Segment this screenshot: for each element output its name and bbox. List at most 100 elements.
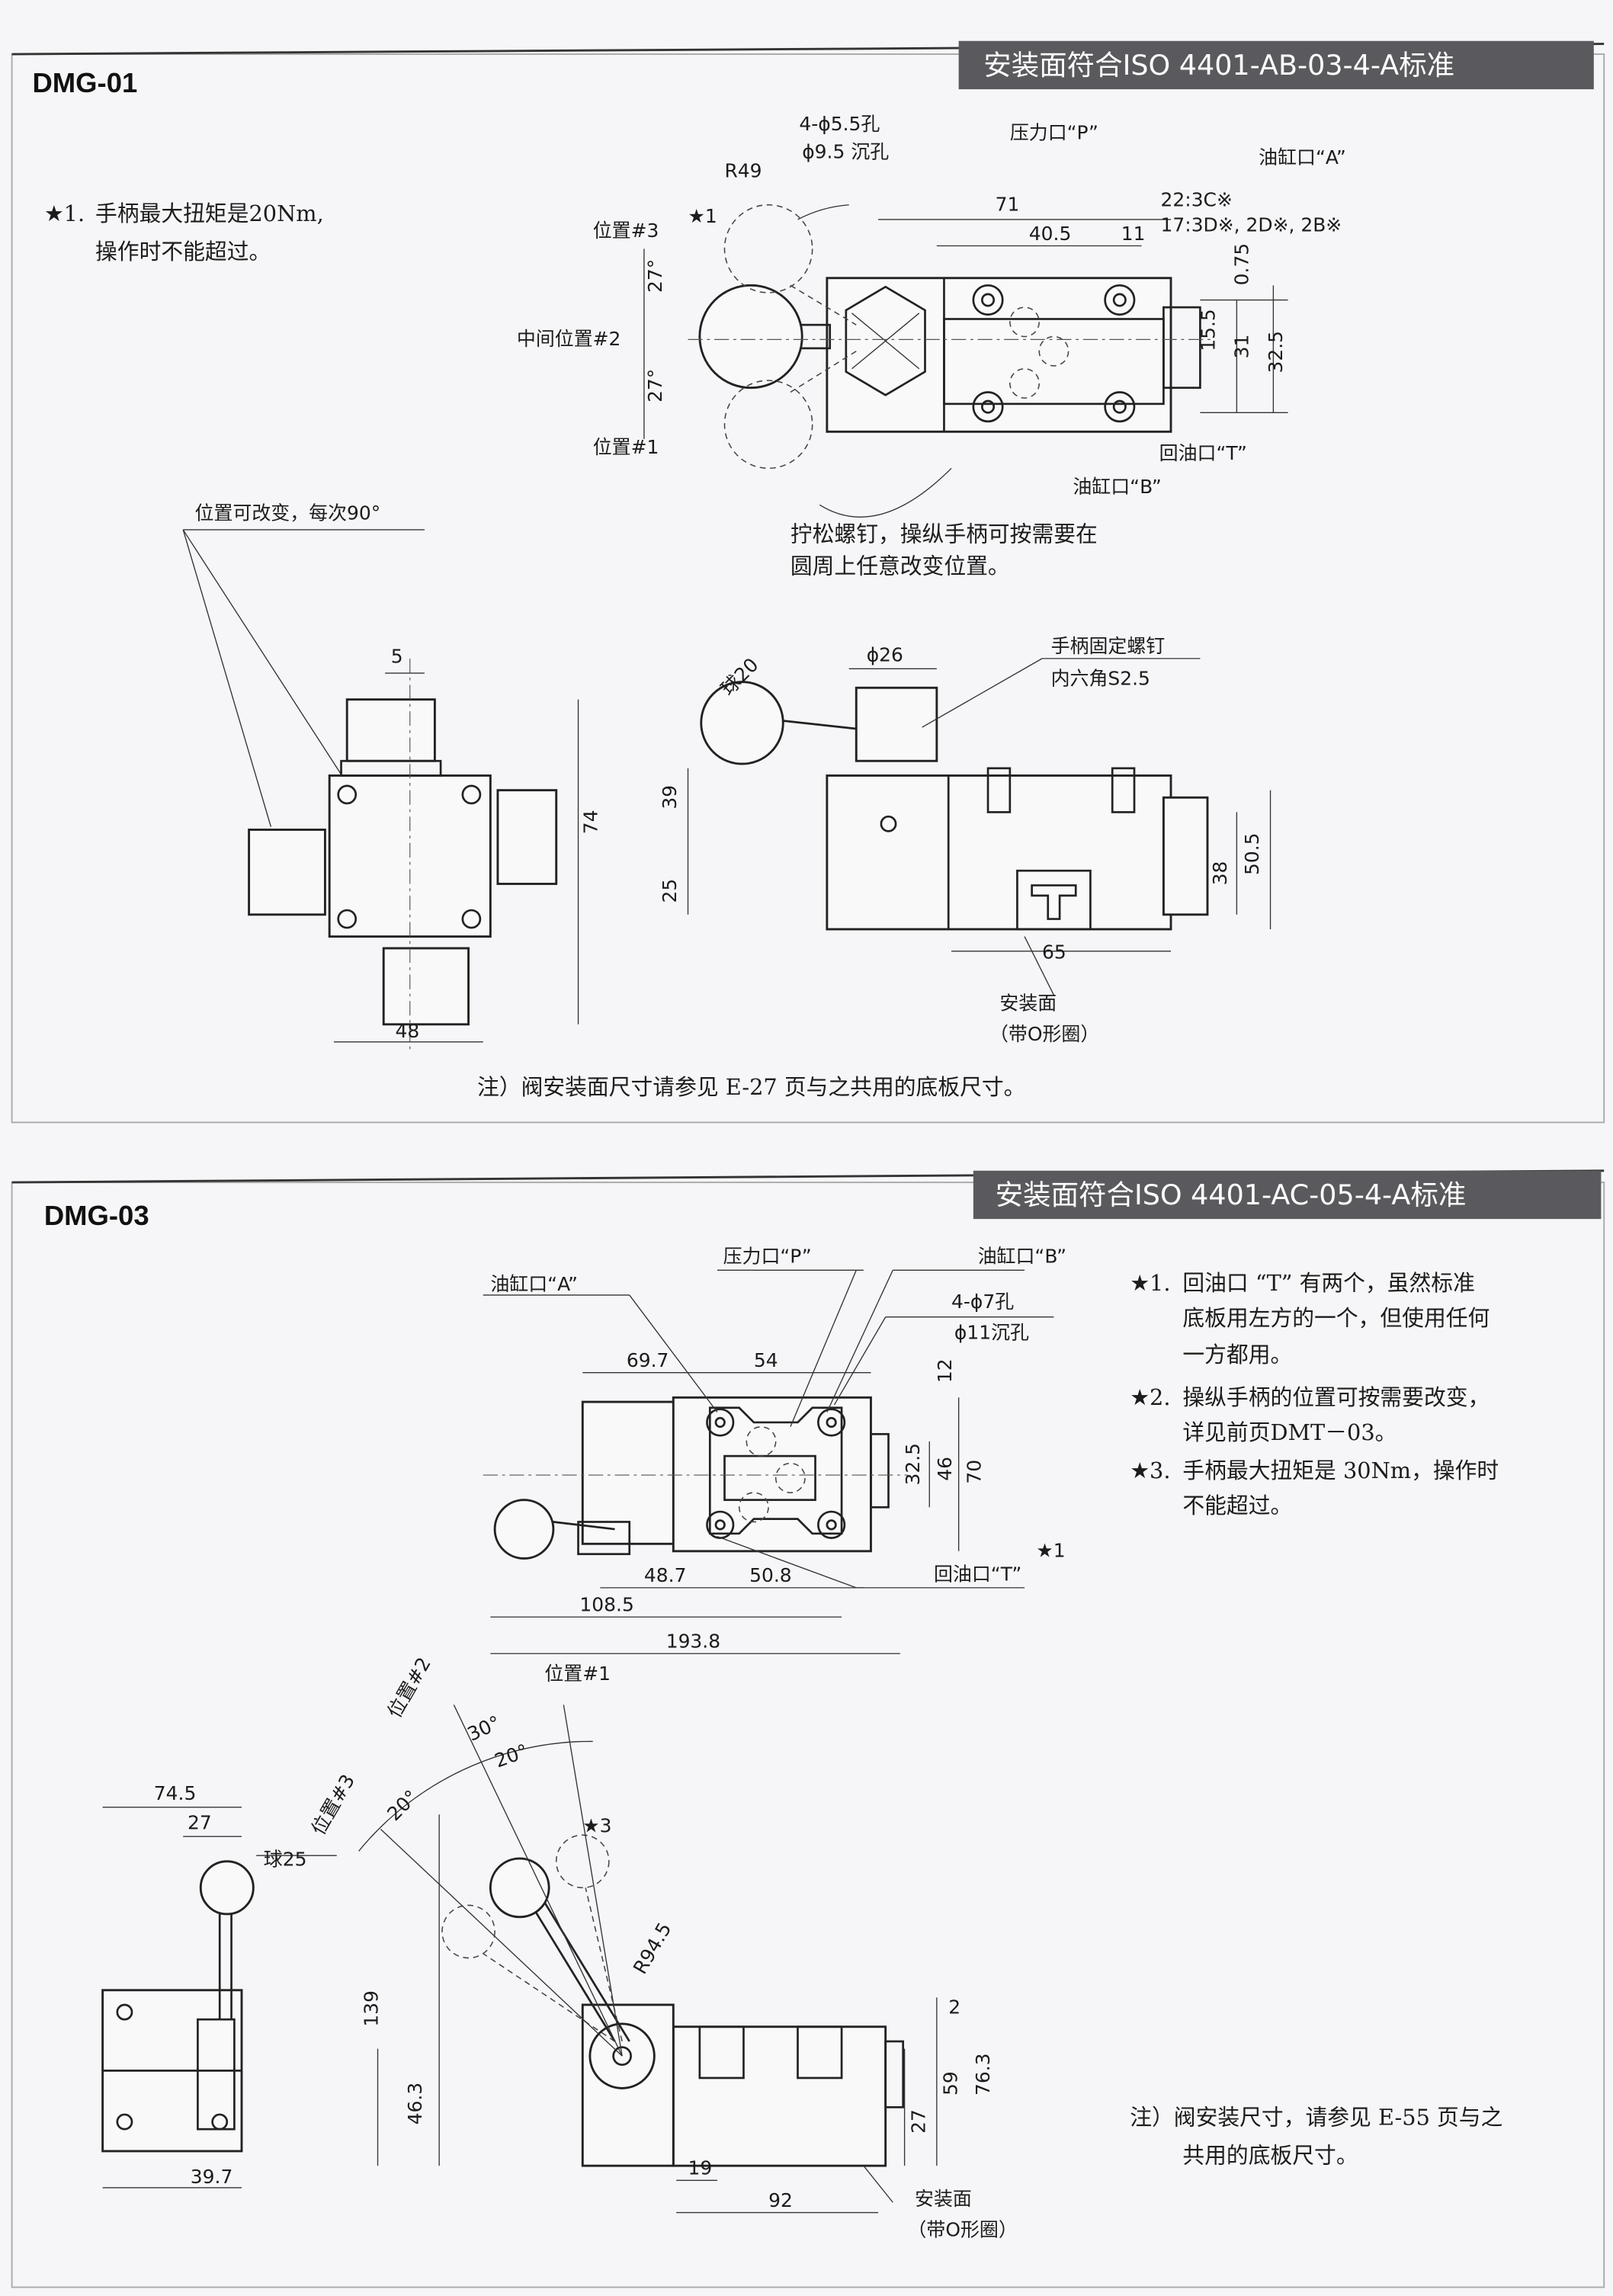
hex-nut (845, 285, 926, 396)
dim: 92 (768, 2189, 793, 2211)
dim: 32.5 (1265, 331, 1287, 374)
note-line: 操作时不能超过。 (95, 239, 271, 265)
dim: 76.3 (972, 2053, 994, 2096)
dim: 15.5 (1198, 309, 1220, 351)
note-line: 手柄最大扭矩是20Nm, (95, 200, 324, 226)
footnote: 注）阀安装面尺寸请参见 E-27 页与之共用的底板尺寸。 (477, 1074, 1025, 1100)
label-loosen: 圆周上任意改变位置。 (790, 553, 1010, 579)
dim: 31 (1231, 335, 1253, 359)
label-pos2: 位置#2 (383, 1653, 435, 1722)
dim: 48.7 (644, 1564, 687, 1586)
label-pressure-port: 压力口“P” (1010, 121, 1098, 143)
dim: 39.7 (191, 2166, 233, 2188)
note-line: 操纵手柄的位置可按需要改变， (1182, 1384, 1490, 1410)
label-oring: （带O形圈） (989, 1023, 1099, 1045)
label-pos1: 位置#1 (593, 436, 659, 458)
dim: 54 (754, 1349, 778, 1371)
dim: 19 (688, 2157, 713, 2179)
dim: 46 (934, 1457, 956, 1481)
label-star3: ★3 (582, 1814, 611, 1836)
dim: 69.7 (627, 1349, 669, 1371)
panel-frame (11, 1182, 1605, 2288)
dim: 2 (948, 1996, 960, 2018)
dim: 12 (934, 1358, 956, 1383)
label-variant: 22:3C※ (1161, 189, 1233, 211)
model-title: DMG-03 (44, 1200, 149, 1231)
dim: 32.5 (902, 1443, 924, 1486)
handle-ball (698, 284, 803, 390)
label-loosen: 拧松螺钉，操纵手柄可按需要在 (790, 521, 1098, 547)
label-deg-bottom: 27° (644, 369, 666, 402)
note-line: 底板用左方的一个，但使用任何 (1182, 1305, 1490, 1331)
note-star: ★3. (1130, 1457, 1170, 1483)
label-mount-face: 安装面 (915, 2188, 972, 2210)
dim: 25 (659, 879, 681, 903)
dim: 59 (940, 2071, 962, 2096)
label-return-t: 回油口“T” (1159, 442, 1247, 464)
label-deg-top: 27° (644, 259, 666, 293)
dmg03-panel: 安装面符合ISO 4401-AC-05-4-A标准 DMG-03 ★1. 回油口… (11, 1169, 1605, 2288)
label-pos3: 位置#3 (307, 1771, 359, 1839)
standard-band (973, 1170, 1602, 1220)
dim: 38 (1209, 861, 1231, 886)
note-star: ★1. (1130, 1270, 1170, 1296)
label-pos3: 位置#3 (593, 220, 659, 242)
note-star: ★1. (44, 200, 85, 226)
label-counterbore: ϕ11沉孔 (954, 1322, 1029, 1344)
dim: 0.75 (1231, 243, 1253, 286)
label-star1: ★1 (688, 205, 717, 227)
label-phi26: ϕ26 (867, 644, 903, 666)
label-star1: ★1 (1036, 1540, 1065, 1562)
dim: 11 (1121, 223, 1146, 245)
dim: 71 (996, 193, 1020, 215)
handle-ball (199, 1860, 255, 1916)
dim: 65 (1042, 941, 1066, 963)
standard-title: 安装面符合ISO 4401-AB-03-4-A标准 (983, 49, 1454, 82)
dmg01-front-view (687, 658, 1271, 996)
label-position-change: 位置可改变，每次90° (195, 502, 381, 524)
footnote: 注）阀安装尺寸，请参见 E-55 页与之 (1130, 2104, 1502, 2130)
standard-band (958, 40, 1594, 90)
label-mount-face: 安装面 (999, 992, 1057, 1015)
footnote: 共用的底板尺寸。 (1182, 2142, 1358, 2168)
handle-ball (489, 1857, 550, 1919)
standard-title: 安装面符合ISO 4401-AC-05-4-A标准 (996, 1178, 1467, 1211)
label-holes: 4-ϕ7孔 (951, 1291, 1014, 1313)
dim: 40.5 (1029, 223, 1072, 245)
note-line: 手柄最大扭矩是 30Nm，操作时 (1182, 1457, 1499, 1483)
dim: 108.5 (579, 1594, 633, 1616)
label-cyl-b: 油缸口“B” (1073, 476, 1161, 498)
label-cyl-a: 油缸口“A” (490, 1273, 578, 1295)
label-counterbore: ϕ9.5 沉孔 (802, 140, 889, 162)
label-variant: 17:3D※, 2D※, 2B※ (1161, 213, 1342, 236)
note-line: 回油口 “T” 有两个，虽然标准 (1182, 1270, 1475, 1296)
dmg03-top-view (483, 1269, 1054, 1654)
dim: 46.3 (404, 2083, 426, 2125)
dmg01-top-view (643, 204, 1288, 518)
label-mid-pos2: 中间位置#2 (517, 328, 621, 350)
note-line: 一方都用。 (1182, 1342, 1292, 1368)
dim: 27 (907, 2109, 929, 2134)
dim: 50.5 (1241, 832, 1263, 875)
label-holes: 4-ϕ5.5孔 (799, 113, 880, 135)
label-return-t: 回油口“T” (934, 1563, 1021, 1585)
dim: 70 (963, 1460, 985, 1484)
dmg01-side-view (248, 658, 579, 1054)
label-deg20: 20° (492, 1740, 531, 1772)
dim: 5 (391, 646, 403, 668)
label-handle-screw: 手柄固定螺钉 (1051, 635, 1166, 657)
note-star: ★2. (1130, 1384, 1170, 1410)
dim: 50.8 (749, 1564, 792, 1586)
handle-ball (700, 681, 784, 765)
label-cyl-a: 油缸口“A” (1259, 146, 1346, 168)
label-ball25: 球25 (264, 1849, 307, 1871)
dim: 139 (361, 1990, 383, 2027)
notes: ★1. 回油口 “T” 有两个，虽然标准 底板用左方的一个，但使用任何 一方都用… (1130, 1270, 1499, 1518)
dmg01-panel: 安装面符合ISO 4401-AB-03-4-A标准 DMG-01 ★1. 手柄最… (11, 40, 1605, 1124)
model-title: DMG-01 (32, 67, 137, 98)
handle-ball (493, 1499, 555, 1560)
valve-body (826, 277, 1172, 433)
label-handle-screw: 内六角S2.5 (1051, 667, 1150, 689)
